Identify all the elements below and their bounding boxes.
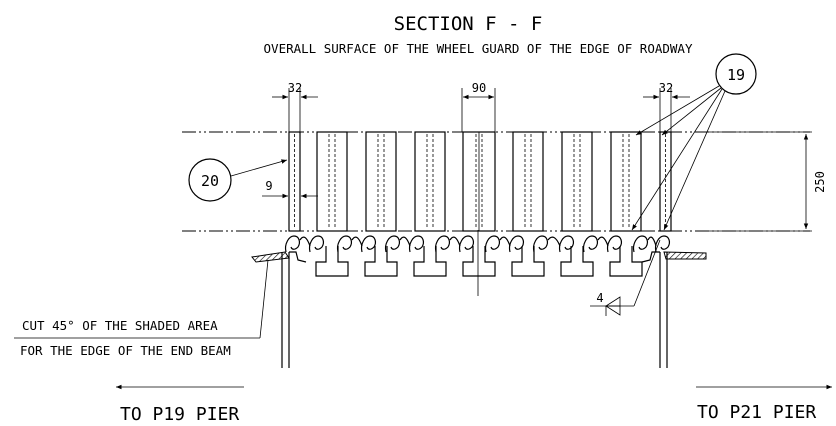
hook: [582, 235, 598, 253]
guard-plate: [610, 131, 642, 232]
callout-20: 20: [188, 158, 288, 202]
dim-height-250-label: 250: [813, 171, 827, 193]
t-flange: [462, 246, 496, 277]
direction-right-label: TO P21 PIER: [697, 402, 816, 423]
guard-plate: [316, 131, 348, 232]
t-flange: [560, 246, 594, 277]
section-subtitle: OVERALL SURFACE OF THE WHEEL GUARD OF TH…: [264, 41, 693, 56]
finger: [299, 236, 311, 247]
hook: [336, 235, 352, 253]
dim-left-32: 32: [272, 81, 318, 132]
hook: [308, 235, 324, 253]
guard-plate: [512, 131, 544, 232]
finger: [399, 236, 411, 247]
hook: [654, 235, 670, 253]
end-plate: [659, 131, 672, 232]
surface-lines: [182, 131, 810, 232]
section-title: SECTION F - F: [394, 13, 543, 35]
hook: [408, 235, 424, 253]
direction-right: TO P21 PIER: [696, 384, 832, 423]
guard-plates: [288, 131, 672, 232]
weld-symbol: 4: [590, 239, 661, 316]
direction-left: TO P19 PIER: [116, 384, 244, 425]
finger: [499, 236, 511, 247]
t-flange: [511, 246, 545, 277]
t-flange: [413, 246, 447, 277]
hook: [484, 235, 500, 253]
dim-left-32-label: 32: [288, 81, 302, 95]
dim-center-90-label: 90: [472, 81, 486, 95]
dim-gap-9: 9: [262, 179, 318, 199]
hook: [284, 235, 300, 253]
callout-19-label: 19: [727, 66, 745, 84]
dim-center-90: 90: [461, 81, 496, 132]
hook: [384, 235, 400, 253]
dim-right-32: 32: [643, 81, 690, 132]
hook: [360, 235, 376, 253]
guard-plate: [561, 131, 593, 232]
cut-note: CUT 45° OF THE SHADED AREA FOR THE EDGE …: [14, 259, 269, 358]
hook: [632, 235, 648, 253]
guard-plate: [365, 131, 397, 232]
base-profile: [284, 235, 670, 277]
dim-height-250: 250: [700, 131, 827, 232]
note-line-2: FOR THE EDGE OF THE END BEAM: [20, 343, 231, 358]
dim-right-32-label: 32: [659, 81, 673, 95]
t-flange: [315, 246, 349, 277]
end-step-left: [289, 251, 307, 263]
finger: [449, 236, 461, 247]
weld-size-label: 4: [596, 291, 603, 305]
guard-plate: [462, 131, 496, 232]
hook: [558, 235, 574, 253]
hook: [606, 235, 622, 253]
note-line-1: CUT 45° OF THE SHADED AREA: [22, 318, 218, 333]
guard-plate: [414, 131, 446, 232]
hook: [458, 235, 474, 253]
t-flange: [609, 246, 643, 277]
finger: [597, 236, 609, 247]
shaded-flanges: [251, 251, 707, 263]
direction-left-label: TO P19 PIER: [120, 404, 239, 425]
end-beams: [281, 230, 668, 368]
hook: [508, 235, 524, 253]
finger: [647, 236, 657, 247]
finger: [351, 236, 363, 247]
callout-19: 19: [631, 53, 757, 231]
hook: [532, 235, 548, 253]
end-plate: [288, 131, 301, 232]
dim-gap-9-label: 9: [265, 179, 272, 193]
hook: [434, 235, 450, 253]
t-flange: [364, 246, 398, 277]
end-step-right: [641, 251, 660, 263]
callout-20-label: 20: [201, 172, 219, 190]
finger: [547, 236, 561, 247]
